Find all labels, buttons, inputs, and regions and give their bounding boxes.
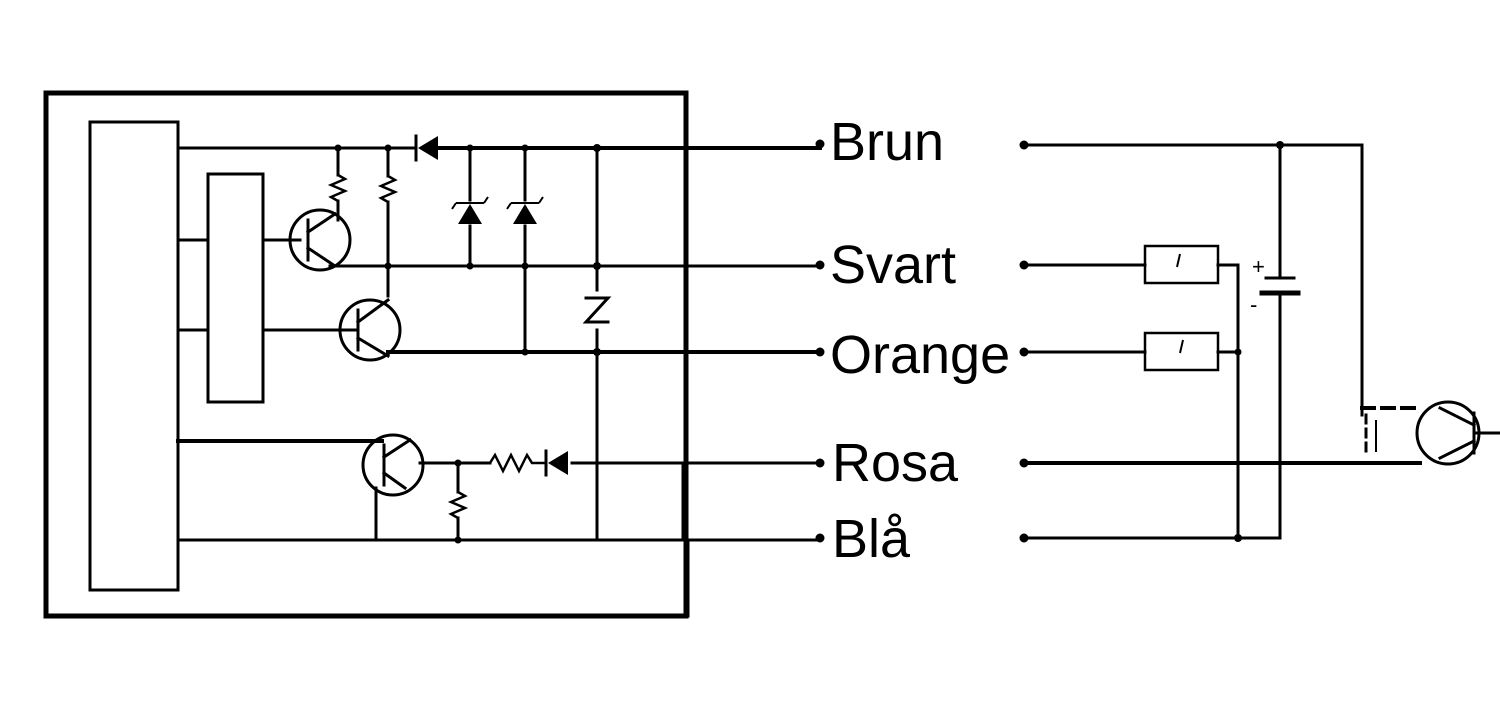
transistor-3: [361, 433, 425, 497]
sensor-housing: [43, 90, 689, 619]
battery-plus-sign: +: [1252, 254, 1265, 279]
label-rosa: Rosa: [832, 433, 959, 493]
transistor-1: [288, 208, 352, 272]
external-circuit: + -: [1022, 141, 1500, 542]
logic-block: [206, 172, 265, 404]
internal-wiring: [176, 134, 822, 618]
label-bla: Blå: [832, 509, 911, 569]
label-brun: Brun: [830, 112, 944, 172]
load-resistor-2: [1143, 331, 1220, 372]
load-resistor-1: [1143, 244, 1220, 285]
label-svart: Svart: [830, 235, 956, 295]
sensor-core-block: [88, 120, 180, 592]
battery-minus-sign: -: [1250, 292, 1257, 317]
label-orange: Orange: [830, 325, 1010, 385]
transistor-2: [338, 298, 402, 362]
wire-labels: Brun Svart Orange Rosa Blå: [830, 112, 1010, 569]
